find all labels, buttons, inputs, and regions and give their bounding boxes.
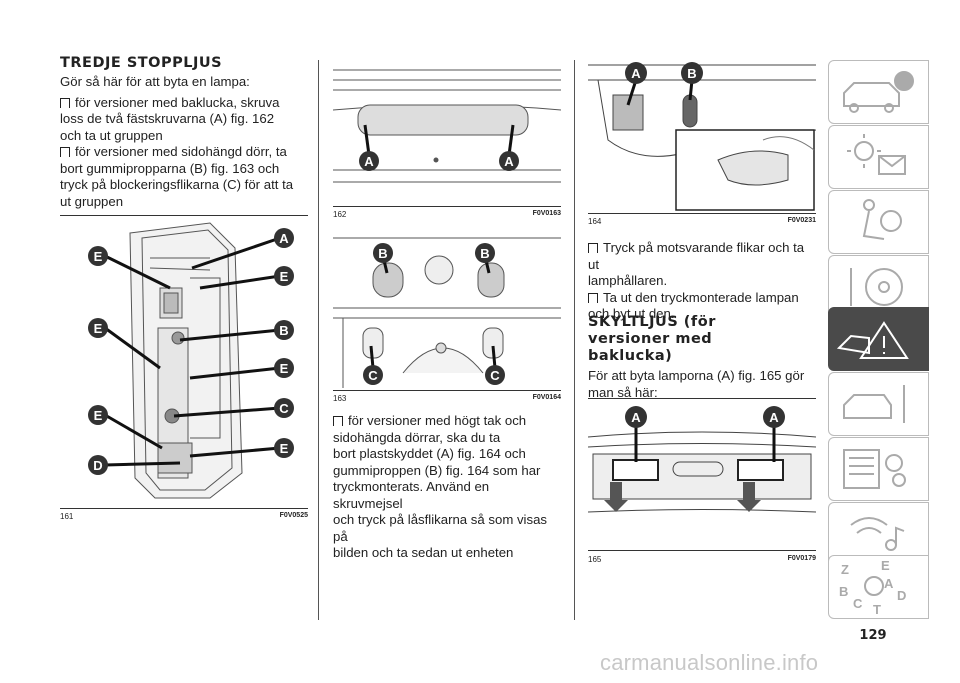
callout-A: A — [631, 410, 641, 425]
callout-E: E — [280, 269, 289, 284]
tab-emergency[interactable] — [828, 307, 929, 371]
callout-A: A — [631, 66, 641, 81]
figure-number: 161 — [60, 512, 74, 521]
svg-text:T: T — [873, 602, 881, 617]
figure-164-drawing: A B — [588, 62, 817, 211]
callout-B: B — [687, 66, 696, 81]
callout-D: D — [93, 458, 102, 473]
svg-text:E: E — [881, 558, 890, 573]
callout-E: E — [94, 408, 103, 423]
page-number: 129 — [859, 628, 887, 643]
bullet-icon — [588, 243, 598, 253]
callout-B: B — [378, 246, 387, 261]
figure-code: F0V0179 — [787, 555, 816, 562]
callout-E: E — [94, 249, 103, 264]
figure-165-drawing: A A — [587, 406, 817, 513]
callout-A: A — [504, 154, 514, 169]
maintenance-icon — [843, 385, 905, 423]
warning-lights-icon — [847, 134, 906, 175]
section-heading: SKYLTLJUS (för versioner med baklucka) F… — [588, 314, 805, 400]
bullet-icon — [588, 292, 598, 303]
step-4: Tryck på motsvarande flikar och ta ut la… — [588, 240, 805, 321]
intro-text: Gör så här för att byta en lampa: — [60, 74, 250, 89]
tab-index[interactable]: Z E B A C T D — [828, 555, 929, 619]
callout-A: A — [769, 410, 779, 425]
callout-E: E — [94, 321, 103, 336]
figure-165: A A 165 F0V0179 — [587, 402, 817, 570]
index-icon: Z E B A C T D — [839, 558, 906, 617]
specifications-icon — [843, 449, 906, 489]
callout-B: B — [480, 246, 489, 261]
tab-maintenance[interactable] — [828, 372, 929, 436]
figure-164: A B 164 F0V0231 — [588, 60, 817, 230]
callout-C: C — [490, 368, 500, 383]
section-title: TREDJE STOPPLJUS — [60, 55, 223, 71]
tab-airbag[interactable] — [828, 190, 929, 254]
step-2: för versioner med sidohängd dörr, ta bor… — [60, 144, 294, 209]
callout-B: B — [279, 323, 288, 338]
svg-text:C: C — [853, 596, 863, 611]
figure-161-drawing: E A E E B E E C E D — [88, 222, 294, 499]
callout-A: A — [279, 231, 289, 246]
svg-text:A: A — [884, 576, 894, 591]
watermark: carmanualsonline.info — [600, 650, 819, 675]
tab-specifications[interactable] — [828, 437, 929, 501]
callout-E: E — [280, 361, 289, 376]
tab-car-info[interactable] — [828, 60, 929, 124]
figure-code: F0V0231 — [787, 217, 816, 224]
column-divider — [574, 60, 575, 620]
divider — [60, 215, 308, 216]
multimedia-icon — [850, 517, 905, 551]
airbag-icon — [862, 199, 902, 240]
figure-163-drawing: B B C C — [333, 237, 561, 388]
figure-code: F0V0525 — [279, 512, 308, 519]
bullet-icon — [333, 416, 343, 426]
svg-text:D: D — [897, 588, 906, 603]
figure-code: F0V0164 — [532, 394, 561, 401]
callout-labels — [88, 228, 294, 475]
steering-icon — [850, 268, 903, 306]
callout-A: A — [364, 154, 374, 169]
figure-162-drawing: A A — [332, 69, 562, 183]
svg-text:Z: Z — [841, 562, 849, 577]
svg-text:B: B — [839, 584, 848, 599]
bullet-icon — [60, 97, 70, 108]
figure-number: 164 — [588, 217, 602, 226]
car-info-icon — [843, 71, 914, 113]
figure-number: 165 — [588, 555, 602, 564]
figure-number: 163 — [333, 394, 347, 403]
callout-C: C — [368, 368, 378, 383]
figure-code: F0V0163 — [532, 210, 561, 217]
callout-E: E — [280, 441, 289, 456]
figure-161: E A E E B E E C E D 161 F0V0525 — [60, 218, 308, 521]
step-3: för versioner med högt tak och sidohängd… — [333, 413, 548, 560]
figure-number: 162 — [333, 210, 347, 219]
tab-warning-lights[interactable] — [828, 125, 929, 189]
figure-163: B B C C 163 F0V0164 — [333, 228, 561, 408]
column-divider — [318, 60, 319, 620]
bullet-icon — [60, 147, 70, 157]
step-1: för versioner med baklucka, skruva loss … — [60, 94, 280, 143]
emergency-icon — [836, 321, 909, 359]
figure-162: A A 162 F0V0163 — [332, 60, 562, 220]
callout-C: C — [279, 401, 289, 416]
